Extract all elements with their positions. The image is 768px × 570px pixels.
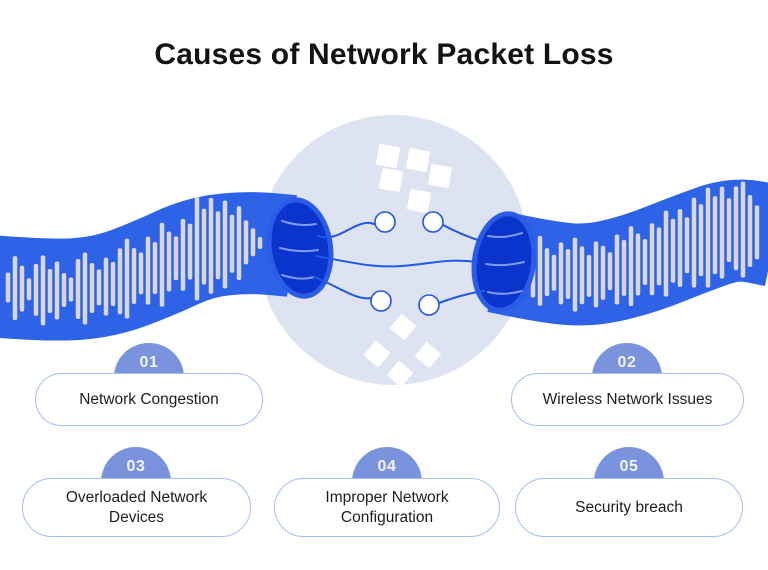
- connector-wire-stub: [279, 247, 319, 253]
- packets-top: [376, 144, 452, 213]
- packet-icon: [406, 148, 430, 172]
- cause-label: Security breach: [575, 498, 683, 516]
- halo-circle: [258, 115, 528, 385]
- packet-icon: [415, 342, 441, 368]
- loose-wires: [313, 222, 485, 304]
- cause-label: Network Congestion: [79, 390, 219, 408]
- packet-icon: [428, 164, 452, 188]
- wire-end-nodes: [370, 211, 444, 316]
- connector-wire-stub: [281, 274, 315, 280]
- right-cable-waveform: [502, 181, 760, 312]
- cause-label-pill: Overloaded Network Devices: [22, 478, 251, 537]
- cause-number: 02: [617, 353, 637, 371]
- cause-label: Improper Network Configuration: [325, 488, 449, 526]
- connector-wire-stub: [487, 232, 523, 238]
- packet-icon: [387, 361, 413, 387]
- page-title: Causes of Network Packet Loss: [154, 38, 614, 71]
- cause-number: 03: [126, 458, 146, 475]
- left-cable-waveform: [5, 196, 263, 326]
- cause-number: 01: [139, 353, 159, 371]
- cause-number: 04: [377, 458, 397, 475]
- connector-wire-stub: [485, 261, 525, 267]
- cause-label-pill: Network Congestion: [35, 373, 263, 426]
- packet-icon: [364, 341, 390, 367]
- cause-label-pill: Wireless Network Issues: [511, 373, 744, 426]
- cause-label: Overloaded Network Devices: [65, 488, 208, 526]
- packet-icon: [407, 189, 431, 213]
- connector-wire-stub: [281, 220, 317, 226]
- cause-label-pill: Improper Network Configuration: [274, 478, 500, 537]
- cause-label: Wireless Network Issues: [542, 390, 713, 408]
- cause-number: 05: [619, 458, 639, 475]
- packet-icon: [376, 144, 400, 168]
- cause-label-pill: Security breach: [515, 478, 743, 537]
- packet-icon: [390, 314, 416, 340]
- packet-icon: [379, 168, 403, 192]
- connector-wire-stub: [487, 290, 523, 295]
- packets-bottom: [364, 314, 441, 387]
